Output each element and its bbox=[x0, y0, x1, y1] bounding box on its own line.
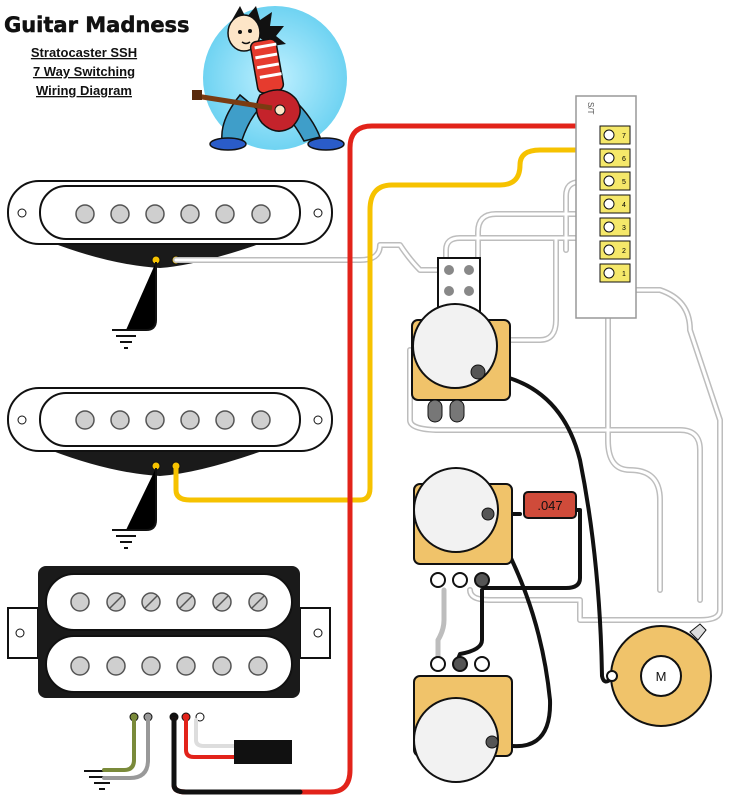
switch-lug-number: 4 bbox=[622, 202, 626, 209]
switch-lug: 1 bbox=[599, 263, 631, 283]
capacitor-label: .047 bbox=[537, 498, 562, 513]
switch-lug-number: 2 bbox=[622, 248, 626, 255]
ground-symbol-icon bbox=[84, 262, 157, 790]
switch-top-label: S/T bbox=[586, 102, 595, 115]
brand-logo: Guitar Madness bbox=[4, 13, 190, 37]
switch-lug: 4 bbox=[599, 194, 631, 214]
jack-label: M bbox=[656, 669, 667, 684]
output-cable-plug bbox=[234, 740, 292, 764]
volume-pot bbox=[411, 303, 511, 423]
switch-lug-number: 1 bbox=[622, 271, 626, 278]
switch-lug: 7 bbox=[599, 125, 631, 145]
title-line-3: Wiring Diagram bbox=[36, 83, 132, 98]
title-line-1: Stratocaster SSH bbox=[31, 45, 137, 60]
tone-pot-1 bbox=[413, 467, 513, 588]
capacitor: .047 bbox=[523, 491, 577, 519]
tone-pot-2 bbox=[413, 656, 513, 783]
switch-lug: 5 bbox=[599, 171, 631, 191]
switch-lug-number: 7 bbox=[622, 133, 626, 140]
switch-lug-number: 3 bbox=[622, 225, 626, 232]
seven-way-switch: S/T 7 6 5 4 3 2 1 bbox=[575, 95, 637, 319]
bridge-humbucker bbox=[7, 566, 331, 722]
switch-lug-number: 6 bbox=[622, 156, 626, 163]
wire-set bbox=[102, 123, 723, 795]
output-jack-icon: M bbox=[606, 623, 712, 727]
switch-lug: 2 bbox=[599, 240, 631, 260]
middle-pickup bbox=[7, 387, 333, 476]
neck-pickup bbox=[7, 180, 333, 268]
switch-lug-number: 5 bbox=[622, 179, 626, 186]
switch-lug: 6 bbox=[599, 148, 631, 168]
guitarist-cartoon-icon bbox=[192, 6, 347, 151]
title-line-2: 7 Way Switching bbox=[33, 64, 135, 79]
switch-lug: 3 bbox=[599, 217, 631, 237]
